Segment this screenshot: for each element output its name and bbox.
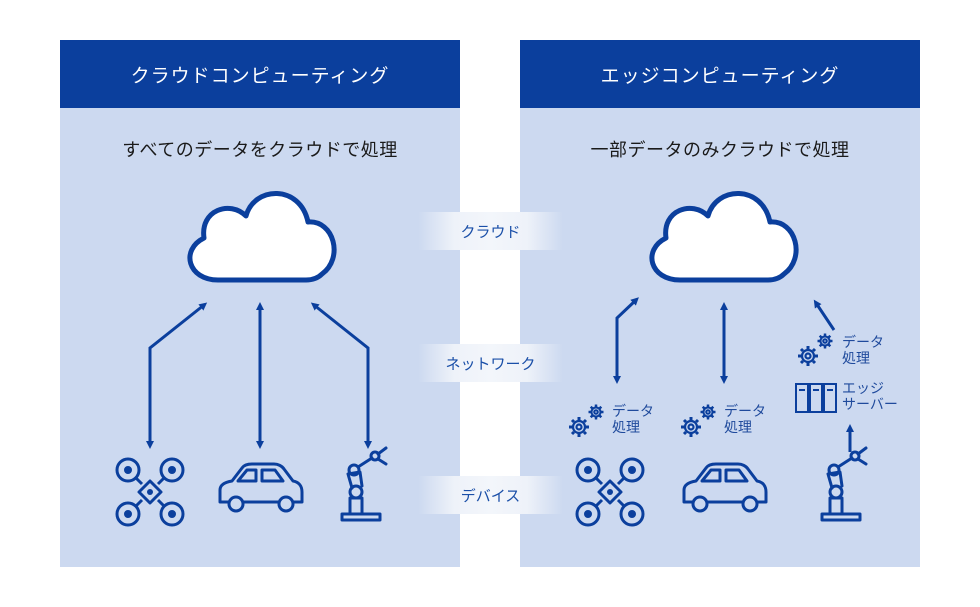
label-line: エッジ [842,381,884,397]
robot-arm-icon [340,446,388,522]
drone-icon-edge [575,457,645,527]
gears-icon-drone [567,403,605,439]
label-line: 処理 [612,420,640,436]
label-edge-server: エッジ サーバー [842,381,898,413]
drone-icon [115,457,185,527]
panel-title-cloud-computing: クラウドコンピューティング [60,40,460,108]
gears-icon-edge [796,332,834,368]
layer-label-cloud: クラウド [418,212,563,250]
cloud-icon-edge [652,193,796,280]
cloud-icon [190,193,334,280]
label-line: 処理 [724,420,752,436]
connector-arrows-left [146,302,372,449]
panel-subtitle-cloud-computing: すべてのデータをクラウドで処理 [122,140,398,161]
label-line: データ [842,335,884,351]
label-line: データ [612,404,654,420]
connector-arrows-right [613,297,854,452]
panel-subtitle-edge-computing: 一部データのみクラウドで処理 [590,140,850,161]
layer-label-devices: デバイス [418,476,563,514]
label-data-processing-drone: データ 処理 [612,404,654,436]
panel-title-edge-computing: エッジコンピューティング [520,40,920,108]
label-line: サーバー [842,397,898,413]
car-icon-edge [682,462,768,513]
server-icon [795,383,837,413]
gears-icon-car [679,403,717,439]
label-line: 処理 [842,351,870,367]
label-data-processing-edge: データ 処理 [842,335,884,367]
label-line: データ [724,404,766,420]
car-icon [218,462,304,513]
cloud-computing-panel: クラウドコンピューティング すべてのデータをクラウドで処理 [60,40,460,567]
label-data-processing-car: データ 処理 [724,404,766,436]
robot-arm-icon-edge [820,446,868,522]
layer-label-network: ネットワーク [418,344,563,382]
